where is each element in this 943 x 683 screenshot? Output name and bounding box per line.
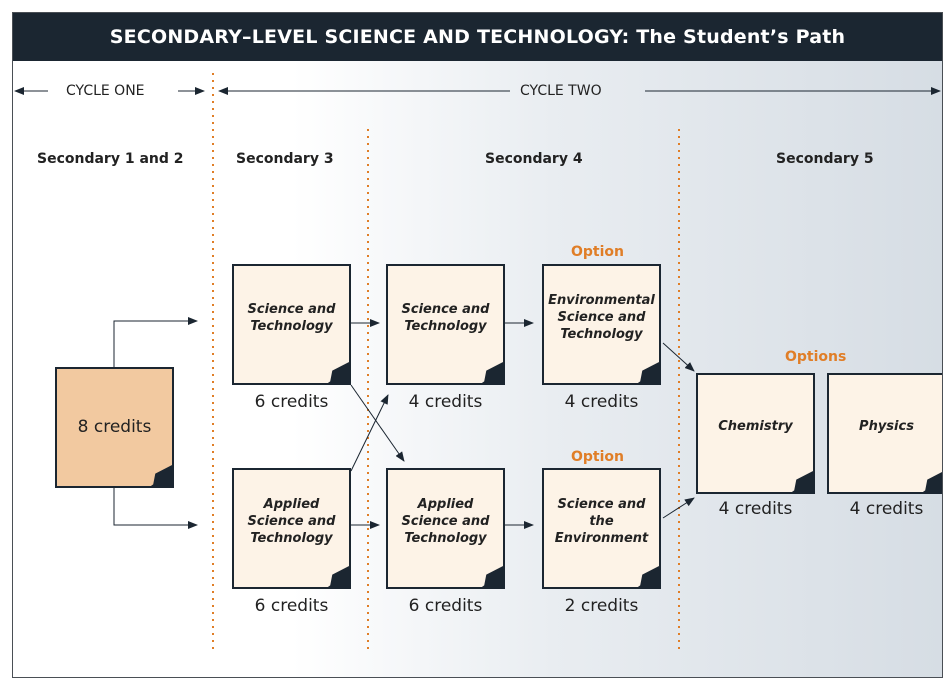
box-cycle-one-label: 8 credits	[77, 417, 152, 438]
cycle-two-label: CYCLE TWO	[520, 83, 602, 99]
credits-s3-ast: 6 credits	[254, 596, 329, 616]
connector-cycle-one-to-ast	[113, 488, 198, 529]
title-bar: SECONDARY–LEVEL SCIENCE AND TECHNOLOGY: …	[13, 13, 942, 61]
connector-s3ast-to-s4st	[350, 394, 389, 472]
page-curl-corner	[920, 470, 942, 494]
box-s5-chemistry: Chemistry	[696, 373, 815, 494]
credits-s4-est: 4 credits	[564, 392, 639, 412]
page-curl-corner	[479, 361, 505, 385]
box-s3-ast-label: Applied Science and Technology	[247, 497, 336, 546]
connector-est-to-options	[662, 342, 695, 372]
credits-s4-st: 4 credits	[408, 392, 483, 412]
box-cycle-one: 8 credits	[55, 367, 174, 488]
box-s5-chem-label: Chemistry	[718, 419, 793, 435]
page-curl-corner	[635, 565, 661, 589]
box-s4-science-environment: Science and the Environment	[542, 468, 661, 589]
connector-s3st-to-s4ast	[350, 384, 405, 462]
credits-s3-st: 6 credits	[254, 392, 329, 412]
box-s4-applied-science-technology: Applied Science and Technology	[386, 468, 505, 589]
page-curl-corner	[325, 361, 351, 385]
page-curl-corner	[635, 361, 661, 385]
box-s5-physics: Physics	[827, 373, 942, 494]
box-s4-st-label: Science and Technology	[401, 301, 490, 334]
level-secondary-1-2: Secondary 1 and 2	[37, 151, 184, 167]
level-secondary-5: Secondary 5	[776, 151, 874, 167]
credits-s5-phys: 4 credits	[849, 499, 924, 519]
level-secondary-4: Secondary 4	[485, 151, 583, 167]
connector-layer	[14, 73, 941, 653]
cycle-one-label: CYCLE ONE	[66, 83, 145, 99]
box-s4-environmental-science-technology: Environmental Science and Technology	[542, 264, 661, 385]
diagram-title: SECONDARY–LEVEL SCIENCE AND TECHNOLOGY: …	[109, 26, 846, 48]
box-s4-ast-label: Applied Science and Technology	[401, 497, 490, 546]
connector-cycle-one-to-st	[113, 317, 198, 367]
level-secondary-3: Secondary 3	[236, 151, 334, 167]
page-curl-corner	[789, 470, 815, 494]
page-curl-corner	[479, 565, 505, 589]
box-s4-est-label: Environmental Science and Technology	[548, 293, 655, 342]
credits-s4-se: 2 credits	[564, 596, 639, 616]
page-curl-corner	[325, 565, 351, 589]
credits-s5-chem: 4 credits	[718, 499, 793, 519]
option-label-top: Option	[571, 244, 624, 260]
diagram-frame: SECONDARY–LEVEL SCIENCE AND TECHNOLOGY: …	[12, 12, 943, 678]
box-s3-st-label: Science and Technology	[247, 301, 336, 334]
box-s5-phys-label: Physics	[859, 419, 914, 435]
box-s4-se-label: Science and the Environment	[554, 497, 649, 546]
page-curl-corner	[148, 464, 174, 488]
box-s3-applied-science-technology: Applied Science and Technology	[232, 468, 351, 589]
credits-s4-ast: 6 credits	[408, 596, 483, 616]
options-label-sec5: Options	[785, 349, 847, 365]
option-label-bottom: Option	[571, 449, 624, 465]
box-s4-science-technology: Science and Technology	[386, 264, 505, 385]
box-s3-science-technology: Science and Technology	[232, 264, 351, 385]
connector-se-to-options	[662, 497, 695, 519]
